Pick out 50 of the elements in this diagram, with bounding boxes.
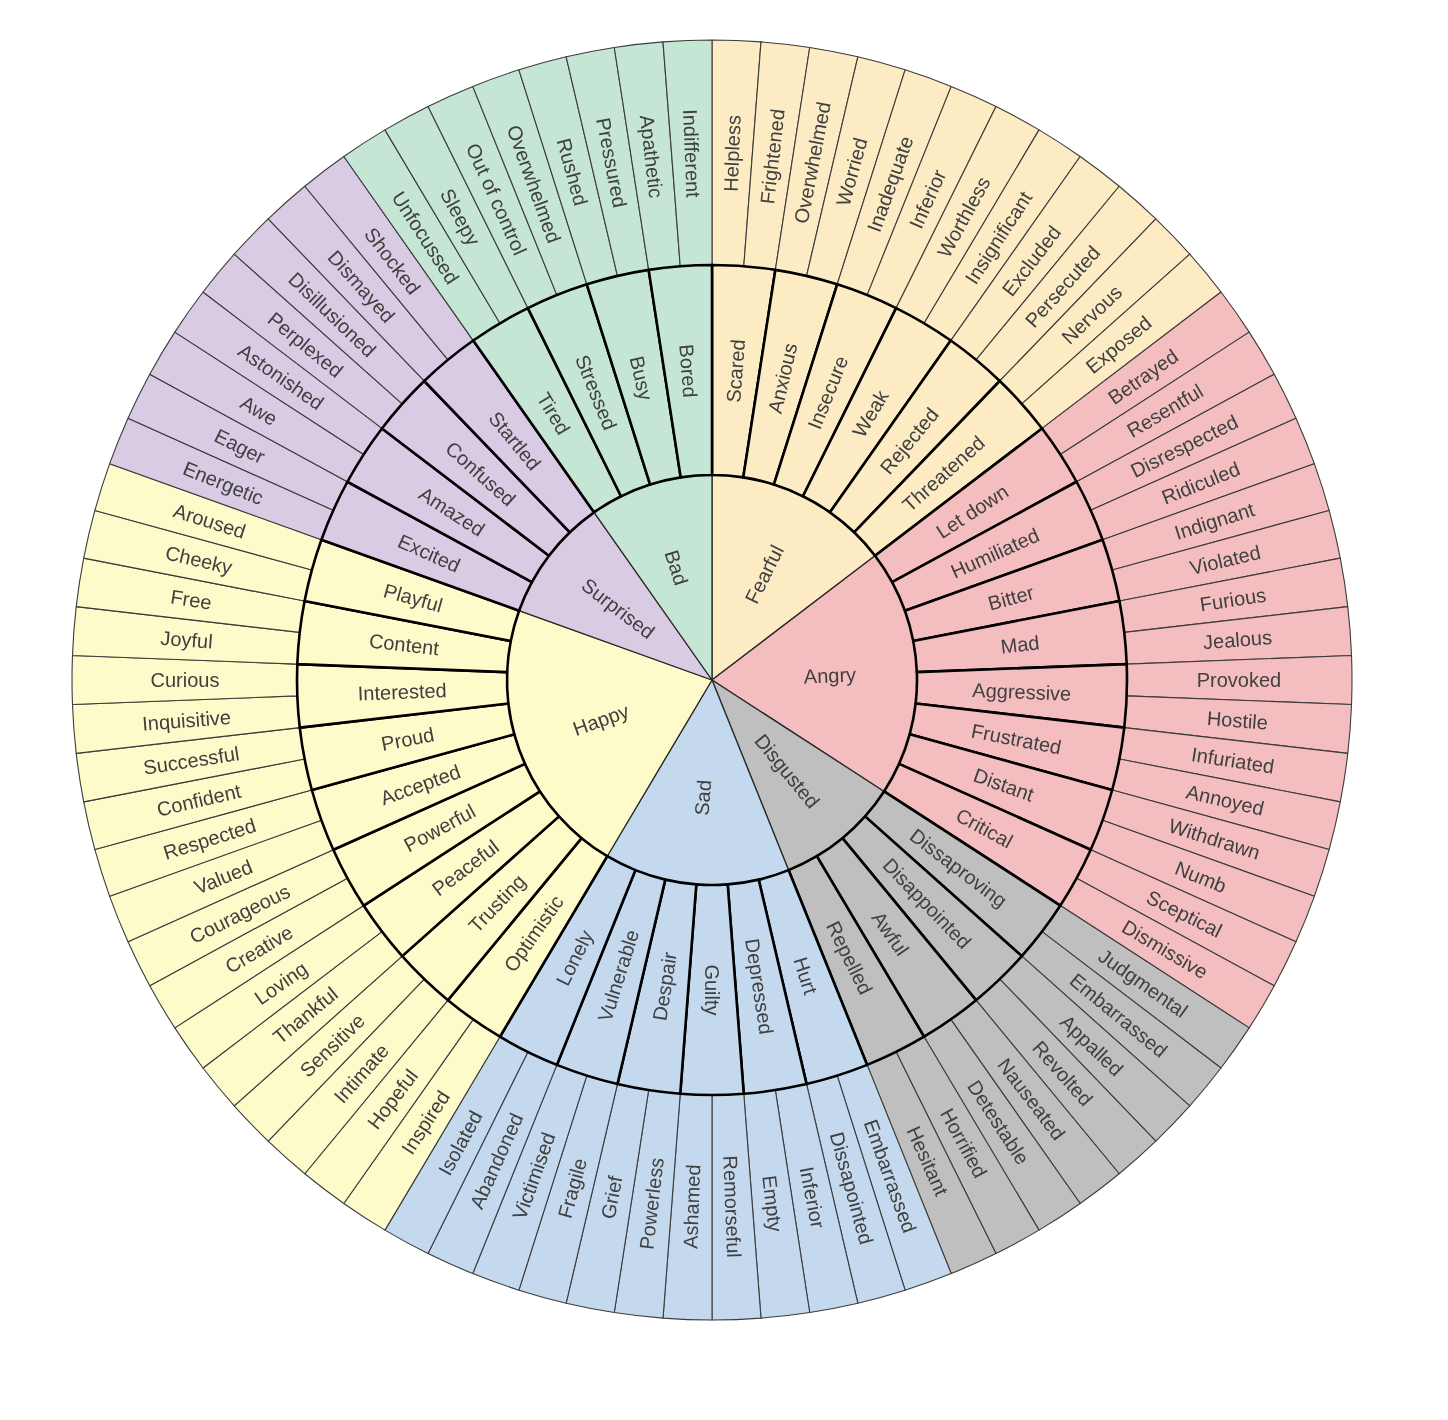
emotion-label: Apathetic bbox=[635, 113, 668, 200]
emotion-label: Content bbox=[368, 629, 441, 660]
emotion-label: Successful bbox=[141, 742, 241, 779]
emotion-label: Pressured bbox=[592, 115, 632, 210]
emotion-label: Curious bbox=[150, 669, 220, 691]
emotion-label: Fragile bbox=[553, 1155, 592, 1221]
emotion-label: Violated bbox=[1187, 541, 1263, 579]
emotion-label: Depressed bbox=[741, 936, 778, 1036]
emotion-label: Frustrated bbox=[969, 719, 1064, 759]
emotion-label: Numb bbox=[1171, 856, 1230, 898]
emotion-label: Confident bbox=[154, 779, 244, 821]
emotion-label: Joyful bbox=[159, 626, 214, 653]
emotion-label: Playful bbox=[381, 579, 445, 617]
core-emotion-label: Angry bbox=[803, 663, 857, 688]
emotion-label: Guilty bbox=[701, 964, 723, 1016]
emotion-label: Free bbox=[169, 585, 214, 614]
emotion-label: Powerless bbox=[635, 1156, 668, 1251]
emotion-label: Remorseful bbox=[719, 1155, 746, 1259]
emotion-label: Bored bbox=[675, 343, 702, 399]
emotion-label: Grief bbox=[596, 1174, 627, 1221]
emotion-label: Eager bbox=[210, 424, 269, 468]
emotion-label: Despair bbox=[648, 950, 681, 1023]
core-emotion-label: Bad bbox=[660, 547, 693, 588]
emotion-label: Aggressive bbox=[971, 679, 1072, 705]
emotion-label: Cheeky bbox=[163, 541, 235, 579]
emotion-label: Proud bbox=[379, 723, 436, 755]
emotion-label: Ashamed bbox=[679, 1163, 705, 1250]
emotion-label: Distant bbox=[970, 763, 1037, 806]
emotion-label: Worried bbox=[831, 135, 872, 209]
emotion-label: Bitter bbox=[985, 581, 1037, 615]
emotion-label: Mad bbox=[999, 631, 1041, 658]
core-emotion-label: Sad bbox=[690, 779, 716, 817]
emotion-label: Annoyed bbox=[1184, 780, 1267, 820]
emotion-label: Empty bbox=[758, 1174, 787, 1233]
emotion-label: Scared bbox=[722, 338, 750, 404]
emotion-label: Inferior bbox=[795, 1164, 830, 1230]
emotion-label: Jealous bbox=[1202, 626, 1273, 654]
emotion-label: Hostile bbox=[1206, 707, 1269, 734]
emotion-label: Indifferent bbox=[679, 108, 705, 199]
emotion-label: Inquisitive bbox=[141, 705, 232, 735]
core-emotion-label: Happy bbox=[570, 699, 632, 740]
emotion-label: Frightened bbox=[756, 107, 789, 206]
emotion-label: Interested bbox=[357, 679, 448, 705]
emotion-label: Hurt bbox=[789, 954, 822, 997]
emotion-label: Furious bbox=[1198, 583, 1268, 616]
emotion-label: Anxious bbox=[763, 341, 802, 416]
emotion-label: Busy bbox=[625, 354, 658, 403]
emotion-label: Provoked bbox=[1196, 669, 1282, 691]
emotion-label: Infuriated bbox=[1189, 743, 1276, 778]
emotion-label: Helpless bbox=[719, 114, 745, 193]
